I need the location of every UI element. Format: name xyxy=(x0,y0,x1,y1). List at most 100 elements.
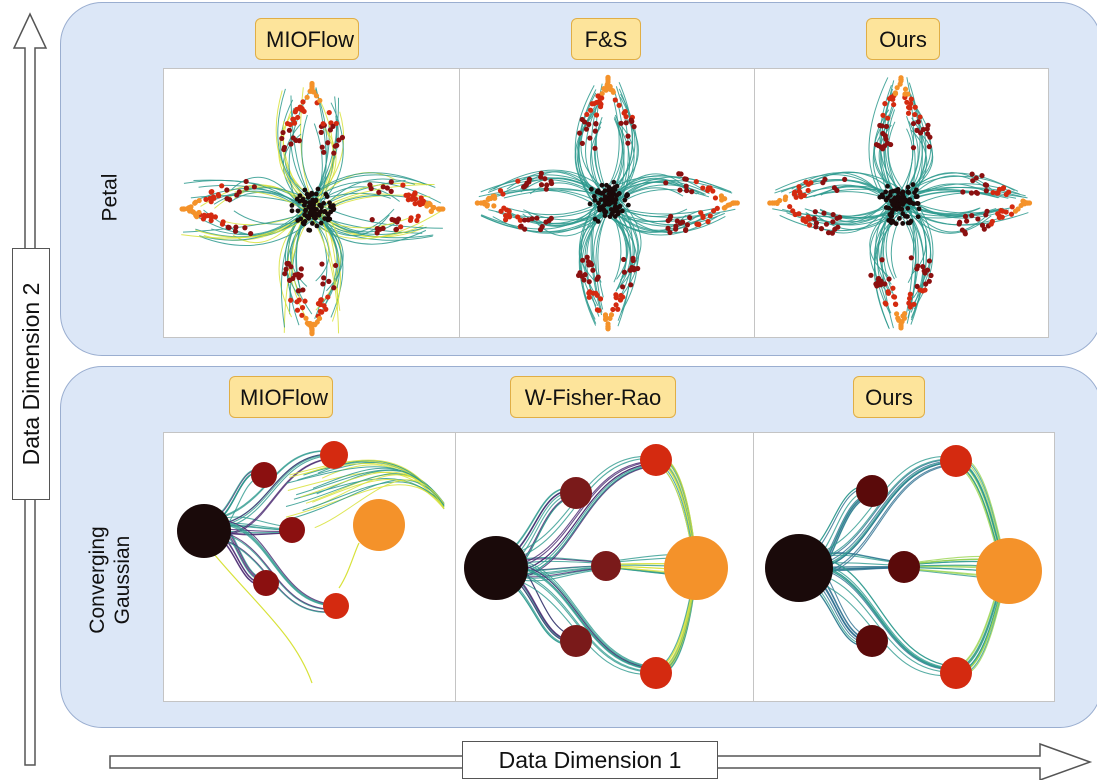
data-point xyxy=(960,189,966,195)
data-point xyxy=(219,183,225,189)
data-point xyxy=(333,120,339,127)
data-point xyxy=(790,208,796,214)
data-point xyxy=(326,278,332,284)
data-point xyxy=(575,272,582,278)
gaussian-ours-plot xyxy=(753,432,1055,702)
data-point xyxy=(321,209,327,215)
data-point xyxy=(898,325,904,331)
data-point xyxy=(388,188,394,194)
data-point xyxy=(894,311,900,317)
method-tag-ours: Ours xyxy=(866,18,940,60)
data-point xyxy=(885,290,892,296)
data-point xyxy=(883,197,889,203)
data-point xyxy=(689,189,695,195)
trajectory xyxy=(494,187,613,201)
intermediate-cluster xyxy=(591,551,621,581)
data-point xyxy=(868,272,874,278)
data-point xyxy=(518,223,524,229)
data-point xyxy=(309,326,315,332)
data-point xyxy=(714,205,720,211)
data-point xyxy=(879,257,885,263)
method-tag-fs: F&S xyxy=(571,18,641,60)
data-point xyxy=(879,192,885,198)
data-point xyxy=(885,183,890,189)
data-point xyxy=(680,219,686,225)
data-point xyxy=(323,191,329,197)
data-point xyxy=(415,213,421,219)
trajectory xyxy=(904,201,919,311)
trajectory xyxy=(603,97,620,194)
data-point xyxy=(515,178,521,184)
data-point xyxy=(891,294,897,300)
trajectory xyxy=(580,105,616,197)
data-point xyxy=(693,179,699,185)
data-point xyxy=(286,127,293,133)
data-point xyxy=(880,146,886,152)
data-point xyxy=(917,130,924,136)
data-point xyxy=(618,120,624,126)
data-point xyxy=(521,184,527,190)
data-point xyxy=(899,206,905,212)
data-point xyxy=(823,221,830,227)
row-label-petal: Petal xyxy=(98,173,122,222)
data-point xyxy=(303,199,308,205)
data-point xyxy=(613,197,619,203)
data-point xyxy=(926,144,932,150)
data-point xyxy=(400,182,406,188)
data-point xyxy=(892,91,899,97)
data-point xyxy=(796,184,802,190)
trajectory xyxy=(304,118,339,206)
data-point xyxy=(1022,199,1028,205)
data-point xyxy=(665,218,671,224)
data-point xyxy=(203,196,209,202)
data-point xyxy=(908,101,914,107)
data-point xyxy=(589,186,594,192)
data-point xyxy=(687,214,693,221)
data-point xyxy=(705,219,711,225)
trajectory xyxy=(594,117,612,204)
data-point xyxy=(890,207,896,213)
data-point xyxy=(303,207,308,213)
data-point xyxy=(616,102,622,108)
data-point xyxy=(842,176,848,182)
data-point xyxy=(928,272,934,279)
data-point xyxy=(298,266,304,272)
data-point xyxy=(684,187,690,194)
data-point xyxy=(395,216,402,222)
data-point xyxy=(695,221,702,227)
data-point xyxy=(908,255,914,261)
data-point xyxy=(506,212,512,218)
data-point xyxy=(995,190,1001,196)
gaussian-wfr-plot xyxy=(455,432,755,702)
data-point xyxy=(882,101,888,107)
data-point xyxy=(313,93,320,99)
trajectory xyxy=(800,198,892,234)
data-point xyxy=(910,145,917,151)
data-point xyxy=(437,206,443,212)
data-point xyxy=(295,208,301,214)
data-point xyxy=(579,116,585,123)
data-point xyxy=(584,254,590,260)
data-point xyxy=(592,197,598,203)
data-point xyxy=(579,140,585,146)
data-point xyxy=(321,275,327,281)
data-point xyxy=(284,120,291,127)
data-point xyxy=(920,264,926,270)
data-point xyxy=(896,317,902,323)
source-cluster xyxy=(464,536,528,600)
data-point xyxy=(614,183,620,189)
trajectory xyxy=(304,207,340,334)
data-point xyxy=(893,301,899,307)
data-point xyxy=(957,219,963,225)
data-point xyxy=(297,198,303,204)
data-point xyxy=(412,201,418,207)
data-point xyxy=(584,111,590,118)
data-point xyxy=(317,97,323,104)
data-point xyxy=(589,101,595,107)
data-point xyxy=(548,178,554,184)
intermediate-cluster xyxy=(888,551,920,583)
data-point xyxy=(307,227,313,233)
data-point xyxy=(492,195,498,201)
data-point xyxy=(193,211,199,217)
data-point xyxy=(678,171,684,177)
